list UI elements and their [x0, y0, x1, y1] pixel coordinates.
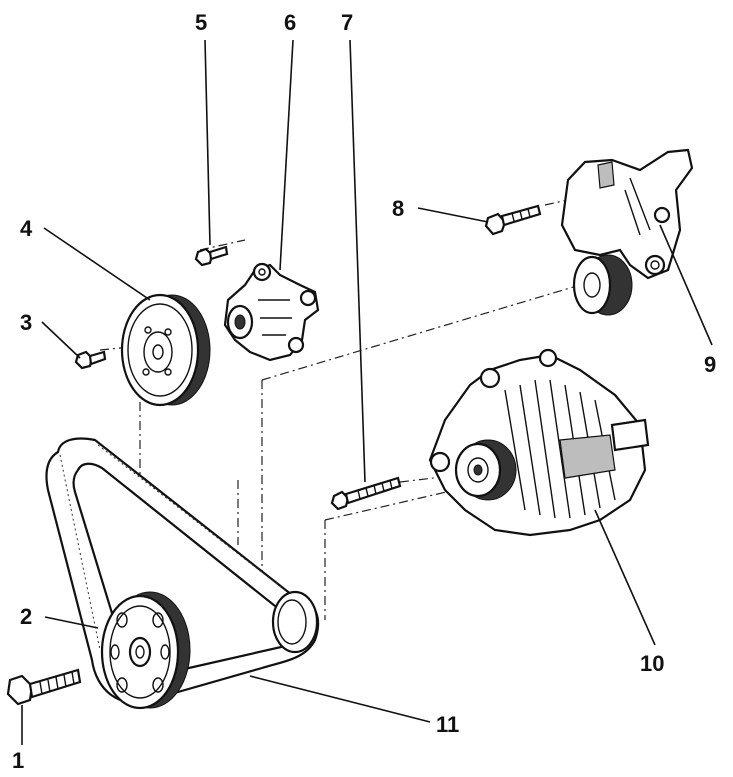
water-pump	[223, 262, 320, 362]
water-pump-bolt	[194, 245, 229, 267]
callout-6: 6	[284, 10, 296, 35]
belt-tensioner	[560, 148, 694, 316]
leader-lines	[21, 39, 713, 745]
callout-1: 1	[12, 748, 24, 773]
callout-9: 9	[704, 352, 716, 377]
pulley-bolt-small	[74, 350, 107, 370]
water-pump-pulley	[120, 293, 211, 407]
crankshaft-pulley	[100, 591, 191, 710]
callout-11: 11	[436, 712, 459, 737]
callout-4: 4	[20, 216, 33, 241]
callout-3: 3	[20, 310, 32, 335]
callout-labels: 1 2 3 4 5 6 7 8 9 10 11	[12, 10, 716, 773]
crankshaft-pulley-bolt	[6, 668, 82, 706]
alternator-bolt	[330, 476, 402, 511]
callout-10: 10	[640, 651, 664, 676]
callout-8: 8	[392, 196, 404, 221]
callout-2: 2	[20, 604, 32, 629]
tensioner-bolt	[484, 204, 542, 236]
alternator	[428, 348, 650, 537]
callout-7: 7	[341, 10, 353, 35]
callout-5: 5	[195, 10, 207, 35]
